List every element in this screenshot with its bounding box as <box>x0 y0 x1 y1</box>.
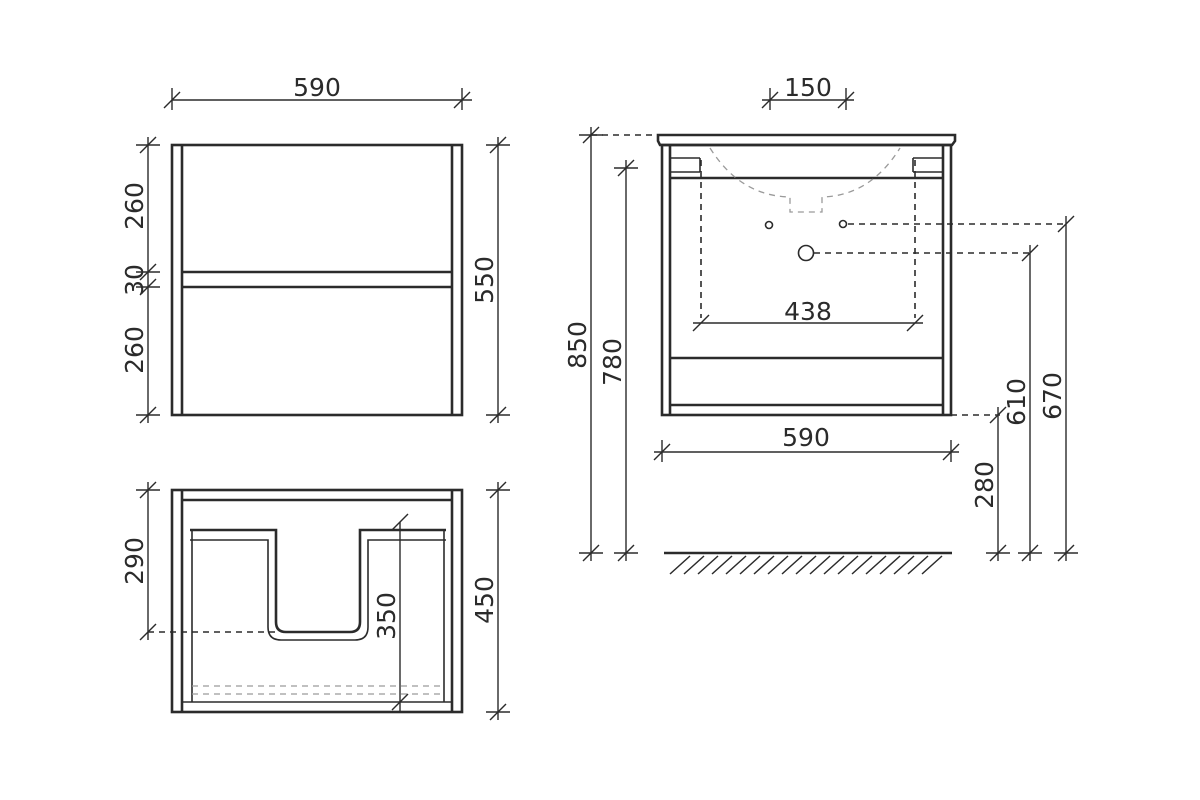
floor-hatch <box>669 555 943 575</box>
dim-total-height-label: 850 <box>563 321 592 369</box>
dim-front-width-label: 590 <box>293 73 341 102</box>
dim-total-height: 850 <box>563 126 603 562</box>
water-inlet-hole <box>764 220 774 230</box>
front-view <box>170 143 464 417</box>
dim-siphon-offset: 290 <box>120 481 160 641</box>
siphon-cutout-outer <box>190 528 446 634</box>
dim-install-width-label: 590 <box>782 423 830 452</box>
basin-top <box>656 133 957 147</box>
dim-water-height-label: 670 <box>1038 372 1067 420</box>
dim-tap-offset-label: 150 <box>784 73 832 102</box>
dim-front-height: 550 <box>470 136 510 424</box>
side-cabinet-outline <box>170 488 464 714</box>
basin-bowl-hidden <box>709 147 901 213</box>
dim-cabinet-height-label: 780 <box>598 338 627 386</box>
dim-inner-width: 438 <box>692 297 924 332</box>
dim-inner-width-label: 438 <box>784 297 832 326</box>
dim-side-depth-label: 450 <box>470 576 499 624</box>
dim-drawer-top-label: 260 <box>120 182 149 230</box>
dim-drain-height: 610 <box>1002 244 1042 562</box>
dim-floor-clearance-label: 280 <box>970 461 999 509</box>
dim-cabinet-height: 780 <box>598 159 638 562</box>
dim-siphon-offset-label: 290 <box>120 537 149 585</box>
dim-install-width: 590 <box>653 423 960 462</box>
dim-tap-offset: 150 <box>761 73 855 110</box>
dim-cutout-depth-label: 350 <box>372 592 401 640</box>
front-cabinet-outline <box>170 143 464 417</box>
dim-water-height: 670 <box>1038 215 1078 562</box>
dim-gap-label: 30 <box>120 264 149 296</box>
side-view <box>148 488 464 714</box>
dim-front-height-label: 550 <box>470 256 499 304</box>
install-cabinet-outline <box>660 143 953 417</box>
dim-front-left: 260 30 260 <box>120 136 160 424</box>
installation-view <box>591 133 1066 555</box>
dim-side-depth: 450 <box>470 481 510 721</box>
dim-floor-clearance: 280 <box>970 406 1010 562</box>
dim-front-width: 590 <box>163 73 472 110</box>
water-inlet-hole-right <box>838 219 848 229</box>
drain-hole <box>797 244 815 262</box>
dim-drawer-bottom-label: 260 <box>120 326 149 374</box>
dim-cutout-depth: 350 <box>372 513 409 712</box>
dim-drain-height-label: 610 <box>1002 378 1031 426</box>
